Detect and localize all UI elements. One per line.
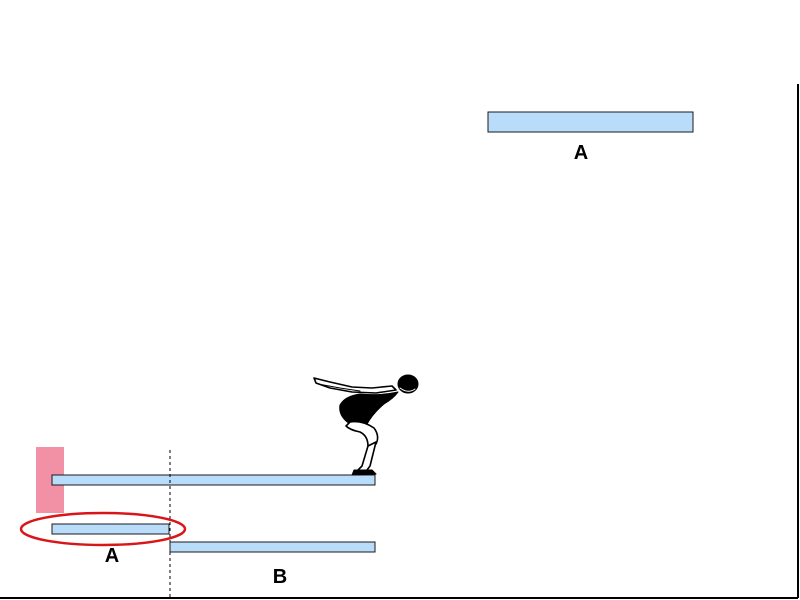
highlight-ellipse: [19, 511, 187, 547]
diving-board-bar: [51, 474, 376, 486]
diver-silhouette-icon: [313, 374, 419, 476]
segment-a-label: A: [105, 545, 119, 567]
segment-b-label: B: [273, 566, 287, 588]
top-bar-a-label: A: [574, 142, 588, 164]
top-bar-a: [487, 111, 694, 133]
segment-a-bar: [51, 523, 170, 535]
segment-b-bar: [169, 541, 376, 553]
